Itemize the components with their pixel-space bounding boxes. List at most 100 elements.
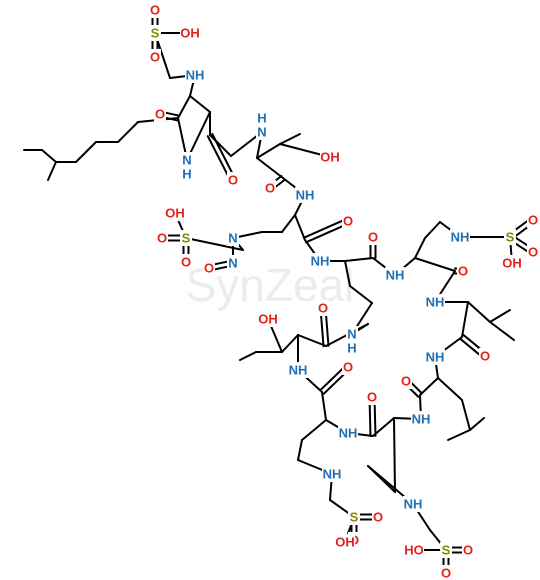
atom-label-s: S bbox=[151, 26, 160, 41]
atom-label-o: OH bbox=[165, 206, 185, 221]
atom-label-o: O bbox=[228, 173, 238, 188]
atom-label-n: NH bbox=[412, 412, 431, 427]
bond-aa-ab bbox=[349, 285, 373, 304]
atom-label-n: NH bbox=[186, 68, 205, 83]
atom-label-bg bbox=[404, 542, 424, 558]
atom-label-bg bbox=[372, 509, 384, 525]
bond-bf-bg bbox=[301, 419, 327, 441]
bond-t-u bbox=[294, 214, 306, 241]
atom-label-bg bbox=[440, 565, 452, 580]
atom-label-bg bbox=[317, 300, 329, 316]
atom-label-s: S bbox=[182, 231, 191, 246]
atom-label-bg bbox=[295, 187, 315, 203]
atom-label-n: NH bbox=[311, 254, 330, 269]
atom-label-bg bbox=[425, 349, 445, 365]
atom-label-o: O bbox=[528, 213, 538, 228]
atom-label-bg bbox=[165, 205, 185, 221]
atom-label-bg bbox=[264, 180, 276, 196]
atom-label-bg bbox=[227, 230, 239, 246]
bond-ak-al bbox=[489, 309, 511, 323]
atom-label-o: O bbox=[463, 543, 473, 558]
atom-label-bg bbox=[385, 267, 405, 283]
bond-p-q bbox=[256, 143, 281, 159]
bond-aq-as bbox=[469, 417, 485, 431]
bond-d-e bbox=[117, 121, 139, 143]
atom-label-o: O bbox=[155, 107, 165, 122]
atom-label-bg bbox=[342, 213, 354, 229]
bond-z-ad bbox=[344, 257, 374, 262]
atom-label-o: O bbox=[157, 231, 167, 246]
atom-label-s: S bbox=[506, 230, 515, 245]
atom-label-bg bbox=[227, 172, 239, 188]
atom-label-n: NH bbox=[296, 188, 315, 203]
atom-label-o: O bbox=[528, 245, 538, 260]
atom-label-bg bbox=[149, 25, 161, 41]
atom-label-o: O bbox=[204, 261, 214, 276]
bond-au-ax bbox=[393, 417, 396, 493]
atom-label-o: O bbox=[265, 181, 275, 196]
atom-label-bg bbox=[367, 229, 379, 245]
atom-label-bg bbox=[322, 466, 342, 482]
bond-ao-ap bbox=[437, 377, 463, 401]
atom-label-n: N bbox=[257, 125, 266, 140]
atom-label-bg bbox=[400, 373, 412, 389]
atom-label-bg bbox=[154, 106, 166, 122]
bond-ap-aq bbox=[461, 399, 471, 431]
bond-bg-bh bbox=[297, 439, 303, 461]
atom-label-o: O bbox=[458, 264, 468, 279]
atom-label-bg bbox=[450, 229, 470, 245]
bond-ae-af bbox=[414, 237, 426, 259]
atom-label-bg bbox=[335, 534, 355, 550]
atom-label-bg bbox=[181, 166, 193, 182]
atom-label-n: N bbox=[228, 231, 237, 246]
bond-u-o6 bbox=[302, 217, 348, 239]
atom-label-bg bbox=[527, 212, 539, 228]
atom-label-n: NH bbox=[404, 497, 423, 512]
atom-label-o: HO bbox=[404, 543, 424, 558]
atom-label-o: O bbox=[367, 390, 377, 405]
bond-af-ag bbox=[424, 221, 441, 239]
bond-p-s bbox=[256, 157, 284, 179]
atom-label-o: OH bbox=[180, 26, 200, 41]
atom-label-bg bbox=[256, 110, 268, 126]
bond-ae-ai bbox=[414, 257, 456, 272]
atom-label-n: N bbox=[228, 256, 237, 271]
atom-label-n: H bbox=[347, 341, 356, 356]
atom-label-bg bbox=[338, 425, 358, 441]
atom-label-bg bbox=[258, 311, 278, 327]
bond-aj-ak bbox=[467, 301, 491, 323]
atom-label-bg bbox=[342, 359, 354, 375]
bond-bf-be bbox=[321, 391, 327, 421]
atom-label-bg bbox=[479, 348, 491, 364]
bond-bb-bc bbox=[239, 351, 257, 361]
atom-label-bg bbox=[403, 496, 423, 512]
bond-au-av bbox=[372, 417, 395, 437]
atom-label-n: H bbox=[257, 111, 266, 126]
atom-label-o: O bbox=[181, 255, 191, 270]
atom-label-bg bbox=[180, 254, 192, 270]
atom-label-n: NH bbox=[451, 230, 470, 245]
atom-label-bg bbox=[366, 389, 378, 405]
atom-label-n: NH bbox=[339, 426, 358, 441]
atom-label-bg bbox=[346, 326, 358, 342]
atom-label-bg bbox=[149, 2, 161, 18]
atom-label-n: N bbox=[182, 153, 191, 168]
bond-az-bd bbox=[297, 334, 327, 347]
atom-label-bg bbox=[180, 230, 192, 246]
bond-f-g bbox=[75, 141, 97, 163]
atom-label-bg bbox=[502, 255, 522, 271]
atom-label-bg bbox=[425, 294, 445, 310]
bond-h-k bbox=[47, 161, 57, 181]
atom-label-o: O bbox=[441, 566, 451, 580]
atom-label-o: O bbox=[480, 349, 490, 364]
bond-m-o3 bbox=[206, 135, 232, 183]
atom-label-o: OH bbox=[320, 150, 340, 165]
atom-label-bg bbox=[310, 253, 330, 269]
atom-label-o: O bbox=[343, 214, 353, 229]
atom-label-n: NH bbox=[426, 295, 445, 310]
atom-label-bg bbox=[527, 244, 539, 260]
atom-label-o: O bbox=[150, 3, 160, 18]
atom-label-n: NH bbox=[289, 363, 308, 378]
